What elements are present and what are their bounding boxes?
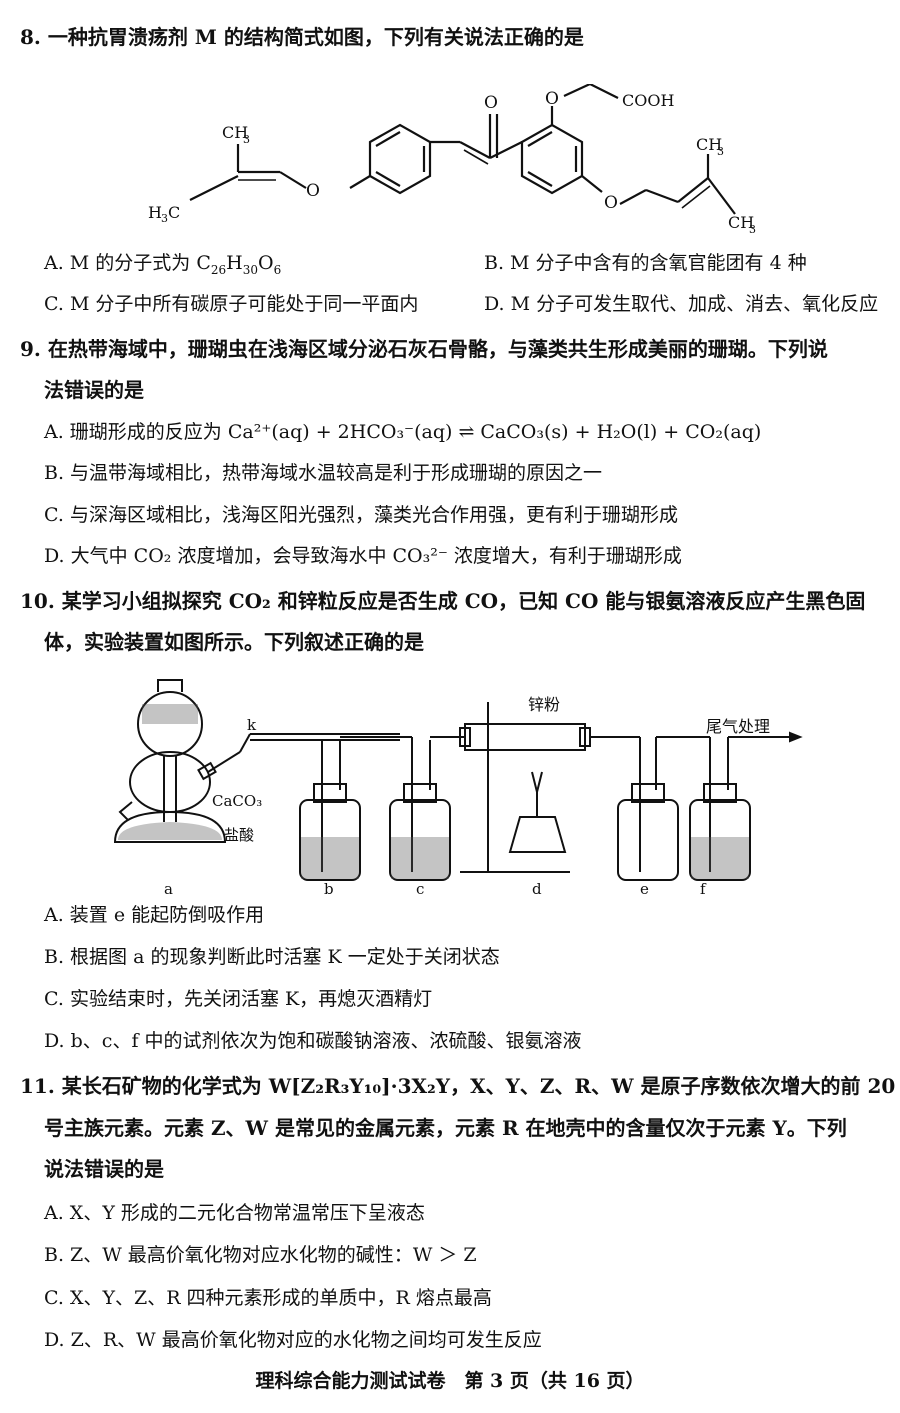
q9-stem-line1: 9. 在热带海域中，珊瑚虫在浅海区域分泌石灰石骨骼，与藻类共生形成美丽的珊瑚。下… [20, 337, 828, 361]
q8-ch3-right-bottom-sub: 3 [749, 223, 756, 236]
q10-stem-line2: 体，实验装置如图所示。下列叙述正确的是 [44, 630, 424, 654]
q8-ch3-right-top-sub: 3 [717, 145, 724, 158]
q10-label-e: e [640, 880, 649, 897]
q10-zinc-label: 锌粉 [528, 695, 560, 714]
q8-ether-o-left: O [306, 181, 320, 201]
q8-ch3-right-bottom: CH [728, 213, 754, 232]
q8-carbonyl-o: O [484, 93, 498, 113]
q9-option-b: B. 与温带海域相比，热带海域水温较高是利于形成珊瑚的原因之一 [44, 462, 603, 484]
q10-stem-line1: 10. 某学习小组拟探究 CO₂ 和锌粒反应是否生成 CO，已知 CO 能与银氨… [20, 589, 866, 613]
q8-option-a: A. M 的分子式为 C26H30O6 [44, 252, 282, 277]
q9-option-c: C. 与深海区域相比，浅海区阳光强烈，藻类光合作用强，更有利于珊瑚形成 [44, 504, 678, 526]
q10-option-b: B. 根据图 a 的现象判断此时活塞 K 一定处于关闭状态 [44, 946, 500, 968]
q8-h3c-c: C [168, 203, 180, 222]
q8-ch3-right-top: CH [696, 135, 722, 154]
q9-stem-line2: 法错误的是 [44, 378, 144, 402]
q8-option-c: C. M 分子中所有碳原子可能处于同一平面内 [44, 293, 419, 315]
q8-cooh-label: COOH [622, 91, 674, 110]
q8-h3c-h: H [148, 203, 162, 222]
q8-ether-o-right: O [604, 193, 618, 213]
q8-option-d: D. M 分子可发生取代、加成、消去、氧化反应 [484, 293, 879, 315]
q10-apparatus-diagram: k 锌粉 尾气处理 CaCO₃ 盐酸 a b c d e f [113, 679, 803, 897]
q8-ch3-left: CH [222, 123, 248, 142]
q10-label-a: a [164, 880, 173, 897]
q10-hcl-label: 盐酸 [224, 826, 254, 844]
q11-option-b: B. Z、W 最高价氧化物对应水化物的碱性：W ＞ Z [44, 1244, 477, 1266]
q8-ether-o-top: O [545, 89, 559, 109]
q8-structure-diagram: O O COOH CH 3 H 3 C O O CH 3 CH 3 [148, 84, 756, 236]
q10-label-f: f [700, 880, 707, 897]
q8-ch3-left-sub: 3 [243, 133, 250, 146]
q10-tail-gas-label: 尾气处理 [706, 717, 770, 736]
q9-option-d: D. 大气中 CO₂ 浓度增加，会导致海水中 CO₃²⁻ 浓度增大，有利于珊瑚形… [44, 545, 682, 567]
q10-label-c: c [416, 880, 424, 897]
q10-option-c: C. 实验结束时，先关闭活塞 K，再熄灭酒精灯 [44, 988, 433, 1010]
q11-option-d: D. Z、R、W 最高价氧化物对应的水化物之间均可发生反应 [44, 1329, 542, 1351]
q8-stem: 8. 一种抗胃溃疡剂 M 的结构简式如图，下列有关说法正确的是 [20, 25, 584, 49]
q11-stem-line2: 号主族元素。元素 Z、W 是常见的金属元素，元素 R 在地壳中的含量仅次于元素 … [44, 1116, 847, 1140]
q10-option-a: A. 装置 e 能起防倒吸作用 [44, 904, 265, 926]
q10-label-d: d [532, 880, 542, 897]
page-footer: 理科综合能力测试试卷 第 3 页（共 16 页） [255, 1370, 645, 1392]
q9-option-a: A. 珊瑚形成的反应为 Ca²⁺(aq) + 2HCO₃⁻(aq) ⇌ CaCO… [44, 421, 762, 443]
q8-option-b: B. M 分子中含有的含氧官能团有 4 种 [484, 252, 807, 274]
q8-h3c-sub: 3 [161, 212, 168, 225]
q11-stem-line3: 说法错误的是 [44, 1157, 164, 1181]
q10-caco3-label: CaCO₃ [212, 792, 262, 810]
q10-option-d: D. b、c、f 中的试剂依次为饱和碳酸钠溶液、浓硫酸、银氨溶液 [44, 1030, 582, 1052]
q10-stopcock-k-label: k [247, 716, 257, 734]
q11-option-a: A. X、Y 形成的二元化合物常温常压下呈液态 [44, 1202, 425, 1224]
q10-label-b: b [324, 880, 334, 897]
q11-option-c: C. X、Y、Z、R 四种元素形成的单质中，R 熔点最高 [44, 1287, 492, 1309]
q11-stem-line1: 11. 某长石矿物的化学式为 W[Z₂R₃Y₁₀]·3X₂Y，X、Y、Z、R、W… [20, 1074, 896, 1098]
